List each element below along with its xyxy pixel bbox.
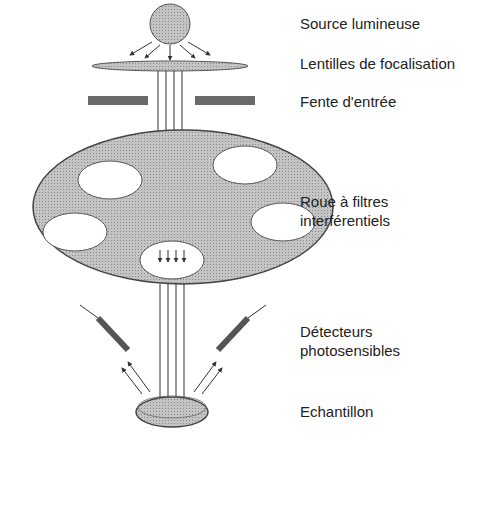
part-label: Fente d'entrée [300,92,470,111]
part-label: Roue à filtres interférentiels [300,192,440,230]
filter-wheel [33,130,333,284]
detector-wire [80,305,98,318]
filter-rays [160,250,184,262]
filtered-beam [160,284,184,398]
focusing-lens [92,61,248,71]
interference-filter [43,146,315,279]
slit-jaw [195,96,255,105]
light-source [150,4,190,44]
detector [218,318,248,350]
sample-rim [138,396,206,418]
source-rays [130,42,210,60]
part-label: Détecteurs photosensibles [300,322,440,360]
detector [98,318,128,350]
reflected-rays [122,362,222,394]
part-label: Echantillon [300,402,470,421]
part-label: Source lumineuse [300,14,470,33]
sample [136,397,208,427]
slit-jaw [88,96,148,105]
part-label: Lentilles de focalisation [300,54,472,73]
detector-wire [248,305,266,318]
